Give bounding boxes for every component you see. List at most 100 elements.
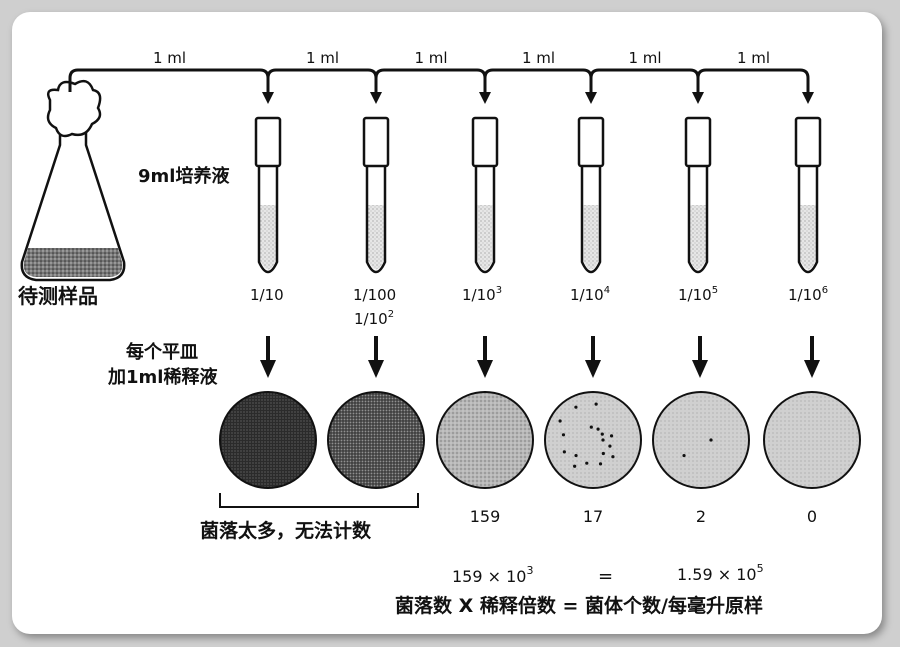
tube-liquid bbox=[583, 205, 599, 270]
transfer-arrow bbox=[589, 68, 700, 100]
formula-text: 菌落数 X 稀释倍数 = 菌体个数/每毫升原样 bbox=[395, 594, 763, 617]
tube-cap bbox=[684, 116, 712, 168]
tube-cap bbox=[794, 116, 822, 168]
plating-arrowhead bbox=[477, 360, 493, 378]
plating-arrowhead bbox=[585, 360, 601, 378]
alt-dilution-base: 1/10 bbox=[354, 310, 388, 328]
dilution-exp: 5 bbox=[712, 285, 718, 296]
dilution-label: 1/106 bbox=[788, 285, 828, 304]
calc-rhs-exp: 5 bbox=[757, 562, 764, 575]
plating-arrowhead bbox=[368, 360, 384, 378]
colony bbox=[585, 461, 589, 465]
petri-plate bbox=[436, 391, 534, 489]
tube-liquid bbox=[690, 205, 706, 270]
cotton-plug bbox=[46, 79, 102, 138]
colony bbox=[682, 453, 686, 458]
colony bbox=[558, 419, 562, 423]
test-tube bbox=[577, 116, 605, 274]
colony bbox=[601, 438, 605, 442]
colony bbox=[594, 402, 598, 406]
petri-plate bbox=[544, 391, 642, 489]
colony bbox=[709, 438, 713, 442]
colony bbox=[574, 405, 578, 409]
transfer-arrow bbox=[696, 68, 810, 100]
dilution-base: 1/10 bbox=[250, 286, 284, 304]
test-tube bbox=[362, 116, 390, 274]
transfer-label: 1 ml bbox=[629, 49, 662, 67]
colony bbox=[573, 464, 577, 468]
colony bbox=[608, 444, 612, 448]
broth-label: 9ml培养液 bbox=[138, 165, 230, 187]
colony-count: 159 bbox=[470, 507, 501, 526]
colony bbox=[598, 462, 603, 466]
plate-dish bbox=[652, 391, 750, 489]
colony bbox=[561, 433, 566, 437]
colony bbox=[562, 450, 566, 454]
colony-count: 0 bbox=[807, 507, 817, 526]
calc-lhs-exp: 3 bbox=[526, 564, 533, 577]
sample-flask bbox=[20, 79, 126, 282]
flask-liquid bbox=[23, 248, 123, 277]
colony bbox=[574, 453, 578, 458]
colony bbox=[601, 451, 605, 456]
petri-plates bbox=[219, 391, 861, 489]
tube-cap bbox=[254, 116, 282, 168]
plating-arrowhead bbox=[692, 360, 708, 378]
transfer-label: 1 ml bbox=[415, 49, 448, 67]
transfer-arrow bbox=[266, 68, 378, 100]
test-tube bbox=[794, 116, 822, 274]
transfer-label: 1 ml bbox=[737, 49, 770, 67]
petri-plate bbox=[763, 391, 861, 489]
colony bbox=[596, 427, 600, 431]
plating-arrows bbox=[260, 336, 820, 378]
tube-liquid bbox=[368, 205, 384, 270]
transfer-label: 1 ml bbox=[153, 49, 186, 67]
transfer-arrow bbox=[374, 68, 487, 100]
dilution-base: 1/100 bbox=[353, 286, 396, 304]
calc-rhs: 1.59 × 105 bbox=[677, 562, 764, 584]
tube-cap bbox=[362, 116, 390, 168]
colony-count: 2 bbox=[696, 507, 706, 526]
dilution-base: 1/10 bbox=[678, 286, 712, 304]
tube-cap bbox=[577, 116, 605, 168]
test-tube bbox=[254, 116, 282, 274]
petri-plate bbox=[652, 391, 750, 489]
colony bbox=[600, 432, 604, 436]
sample-label: 待测样品 bbox=[18, 284, 98, 308]
dilution-exp: 6 bbox=[822, 285, 828, 296]
test-tubes bbox=[254, 116, 822, 274]
dilution-label: 1/10 bbox=[250, 286, 284, 304]
test-tube bbox=[471, 116, 499, 274]
dilution-label: 1/105 bbox=[678, 285, 718, 304]
plate-dish bbox=[327, 391, 425, 489]
calc-rhs-text: 1.59 × 10 bbox=[677, 565, 757, 584]
dilution-exp: 3 bbox=[496, 285, 502, 296]
colony bbox=[611, 455, 615, 459]
dilution-label: 1/104 bbox=[570, 285, 610, 304]
bracket bbox=[219, 493, 419, 508]
colony bbox=[609, 434, 614, 438]
dilution-exp: 4 bbox=[604, 285, 610, 296]
plating-arrowhead bbox=[804, 360, 820, 378]
transfer-label: 1 ml bbox=[522, 49, 555, 67]
dilution-base: 1/10 bbox=[462, 286, 496, 304]
too-many-label: 菌落太多，无法计数 bbox=[200, 519, 372, 542]
tube-liquid bbox=[477, 205, 493, 270]
plating-label-line2: 加1ml稀释液 bbox=[107, 366, 218, 388]
tube-cap bbox=[471, 116, 499, 168]
colony-counts: 159 17 2 0 bbox=[470, 507, 817, 526]
calc-lhs: 159 × 103 bbox=[452, 564, 533, 586]
dilution-label: 1/100 bbox=[353, 286, 396, 304]
plate-dish bbox=[763, 391, 861, 489]
plate-dish bbox=[436, 391, 534, 489]
plate-dish bbox=[219, 391, 317, 489]
dilution-base: 1/10 bbox=[788, 286, 822, 304]
tube-liquid bbox=[800, 205, 816, 270]
diagram-card bbox=[12, 12, 882, 634]
calc-lhs-text: 159 × 10 bbox=[452, 567, 526, 586]
test-tube bbox=[684, 116, 712, 274]
petri-plate bbox=[327, 391, 425, 489]
colony-count: 17 bbox=[583, 507, 603, 526]
